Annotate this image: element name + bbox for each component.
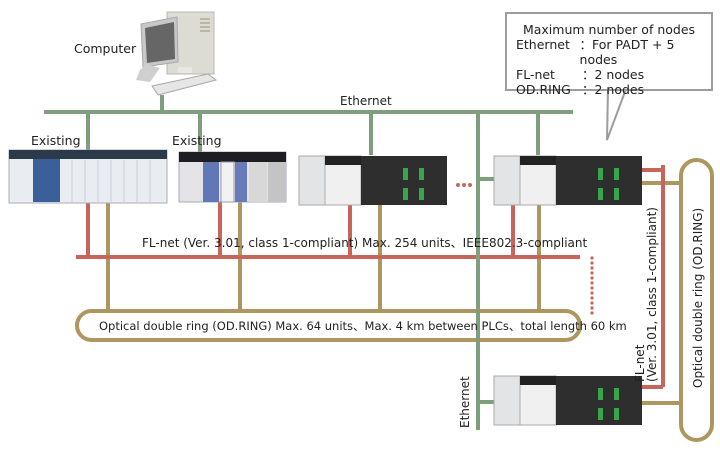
callout-key: Ethernet: [516, 37, 570, 52]
callout-title: Maximum number of nodes: [522, 22, 696, 37]
flnet-label: FL-net (Ver. 3.01, class 1-compliant) Ma…: [142, 236, 588, 250]
callout-key: FL-net: [516, 67, 555, 82]
flnet-vertical-label-2: (Ver. 3.01, class 1-compliant): [645, 207, 659, 382]
ethernet-lines: [44, 95, 573, 430]
plc-new-2: [493, 155, 642, 206]
plc-existing-1-label: Existing: [31, 133, 81, 148]
callout-value: ：2 nodes: [582, 67, 645, 82]
computer-label: Computer: [74, 41, 137, 56]
odring-vertical-label: Optical double ring (OD.RING): [691, 208, 705, 388]
max-nodes-callout: Maximum number of nodes Ethernet ：For PA…: [505, 12, 713, 97]
odring-vertical-ring: [679, 158, 714, 442]
plc-new-1: [298, 155, 447, 206]
plc-existing-2: [178, 151, 287, 203]
odring-label: Optical double ring (OD.RING) Max. 64 un…: [99, 319, 627, 333]
callout-row-odring: OD.RING ：2 nodes: [507, 82, 711, 97]
flnet-vertical-label-1: FL-net: [633, 344, 647, 382]
plc-new-3: [493, 375, 642, 426]
plc-existing-2-label: Existing: [172, 133, 222, 148]
odring-drops: [106, 181, 681, 405]
ethernet-label: Ethernet: [340, 94, 392, 108]
plc-existing-1: [8, 149, 168, 204]
callout-value: ：2 nodes: [582, 82, 645, 97]
odring-ring: [75, 309, 582, 342]
callout-row-flnet: FL-net ：2 nodes: [507, 67, 711, 82]
ethernet-vertical-label: Ethernet: [458, 376, 472, 428]
desktop-computer-icon: [136, 11, 218, 96]
ellipsis-dots: [456, 183, 472, 187]
flnet-continuation-dots: [590, 256, 594, 315]
callout-row-ethernet: Ethernet ：For PADT + 5 nodes: [507, 37, 711, 67]
callout-key: OD.RING: [516, 82, 571, 97]
callout-value: ：For PADT + 5 nodes: [579, 37, 675, 67]
